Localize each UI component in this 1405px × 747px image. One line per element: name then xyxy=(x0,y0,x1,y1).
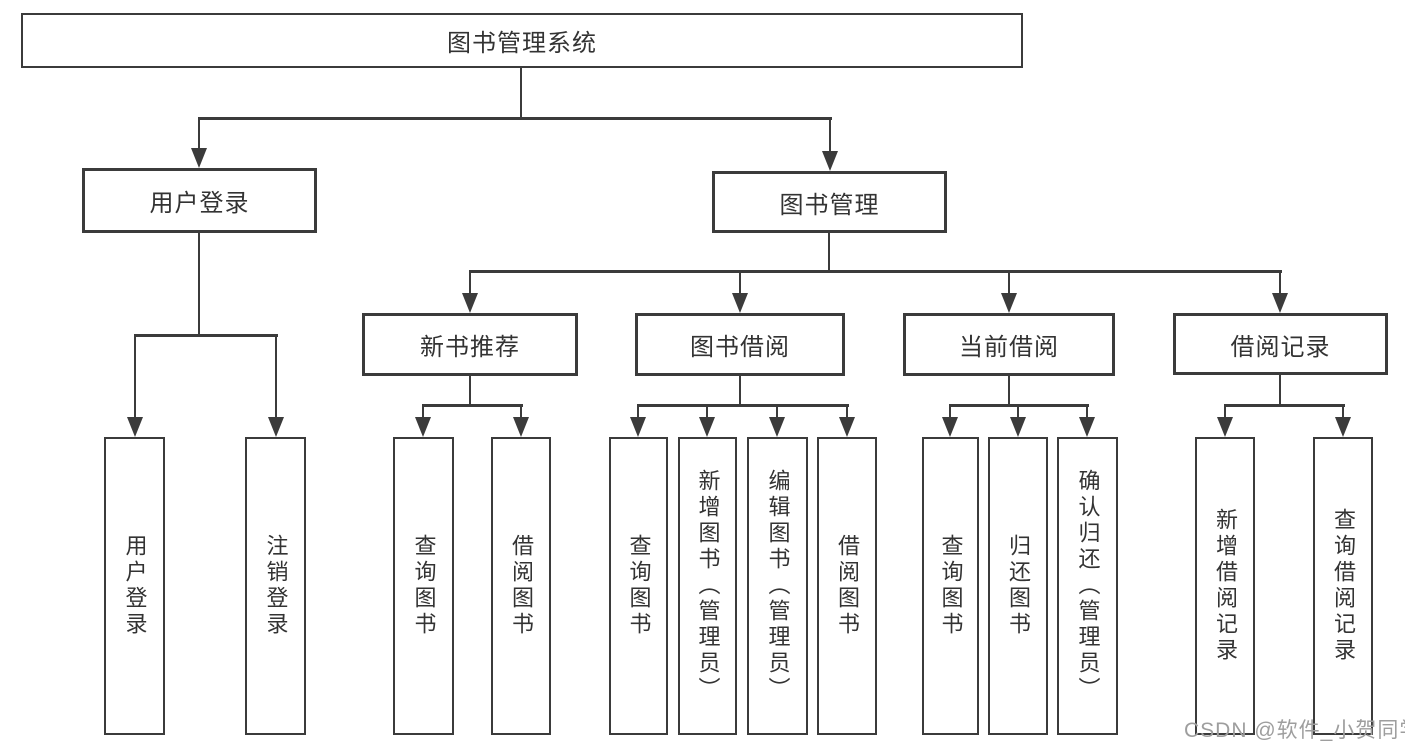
connector-book-management-hline xyxy=(469,270,1282,273)
arrow-to-cb-confirm-return xyxy=(1079,405,1095,437)
csdn-watermark: CSDN @软件_小贺同学 xyxy=(1184,719,1405,742)
arrow-to-bb-borrow-books xyxy=(839,405,855,437)
connector-user-login-hline xyxy=(134,334,278,337)
arrow-to-nb-query-books xyxy=(415,405,431,437)
arrow-to-leaf-logout xyxy=(268,335,284,437)
leaf-nb-borrow-books: 借阅图书 xyxy=(491,437,551,735)
arrow-to-new-book-recommend xyxy=(462,271,478,313)
leaf-bb-borrow-books: 借阅图书 xyxy=(817,437,877,735)
connector-user-login-vline xyxy=(198,233,200,336)
arrow-to-user-login xyxy=(191,118,207,168)
arrow-to-cb-query-books xyxy=(942,405,958,437)
connector-book-borrowing-vline xyxy=(739,376,741,406)
leaf-br-query-record: 查询借阅记录 xyxy=(1313,437,1373,735)
arrow-to-nb-borrow-books xyxy=(513,405,529,437)
leaf-bb-query-books: 查询图书 xyxy=(609,437,668,735)
connector-root-vline xyxy=(520,68,522,118)
arrow-to-cb-return-books xyxy=(1010,405,1026,437)
leaf-nb-query-books: 查询图书 xyxy=(393,437,454,735)
arrow-to-bb-edit-books xyxy=(769,405,785,437)
node-book-management: 图书管理 xyxy=(712,171,947,233)
connector-new-book-vline xyxy=(469,376,471,406)
connector-current-borrowing-hline xyxy=(949,404,1089,407)
arrow-to-book-management xyxy=(822,118,838,171)
leaf-cb-confirm-return-admin: 确认归还（管理员） xyxy=(1057,437,1118,735)
arrow-to-book-borrowing xyxy=(732,271,748,313)
connector-current-borrowing-vline xyxy=(1008,376,1010,406)
leaf-user-login: 用户登录 xyxy=(104,437,165,735)
connector-root-hline xyxy=(198,117,832,120)
arrow-to-borrowing-records xyxy=(1272,271,1288,313)
leaf-logout: 注销登录 xyxy=(245,437,306,735)
node-new-book-recommend: 新书推荐 xyxy=(362,313,578,376)
arrow-to-br-query-record xyxy=(1335,405,1351,437)
arrow-to-leaf-login xyxy=(127,335,143,437)
leaf-br-add-record: 新增借阅记录 xyxy=(1195,437,1255,735)
leaf-bb-add-books-admin: 新增图书（管理员） xyxy=(678,437,737,735)
node-borrowing-records: 借阅记录 xyxy=(1173,313,1388,375)
arrow-to-bb-query-books xyxy=(630,405,646,437)
arrow-to-bb-add-books xyxy=(699,405,715,437)
node-current-borrowing: 当前借阅 xyxy=(903,313,1115,376)
connector-borrowing-records-hline xyxy=(1224,404,1345,407)
node-book-borrowing: 图书借阅 xyxy=(635,313,845,376)
leaf-cb-query-books: 查询图书 xyxy=(922,437,979,735)
leaf-cb-return-books: 归还图书 xyxy=(988,437,1048,735)
connector-book-borrowing-hline xyxy=(637,404,849,407)
arrow-to-br-add-record xyxy=(1217,405,1233,437)
connector-book-management-vline xyxy=(828,233,830,272)
connector-borrowing-records-vline xyxy=(1279,375,1281,406)
arrow-to-current-borrowing xyxy=(1001,271,1017,313)
connector-new-book-hline xyxy=(422,404,523,407)
node-library-management-system: 图书管理系统 xyxy=(21,13,1023,68)
node-user-login: 用户登录 xyxy=(82,168,317,233)
leaf-bb-edit-books-admin: 编辑图书（管理员） xyxy=(747,437,808,735)
